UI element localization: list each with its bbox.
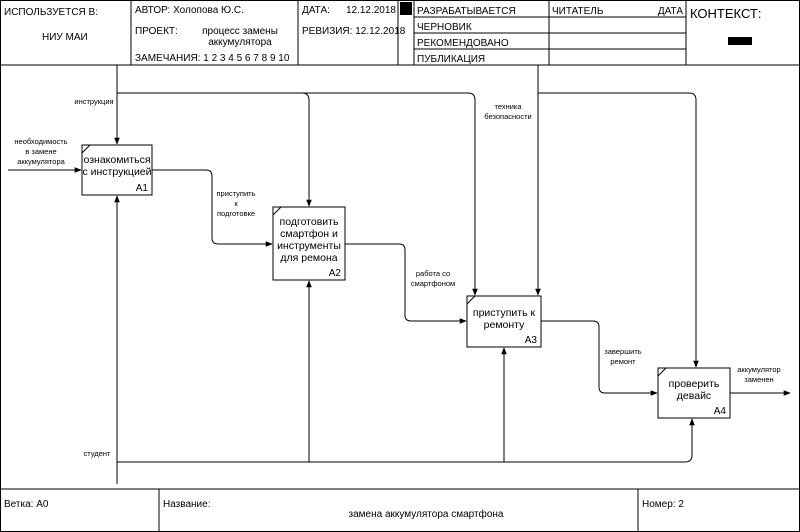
- activity-a3-line-2: ремонту: [484, 319, 525, 331]
- label-start-prep-3: подготовке: [217, 209, 255, 218]
- project-line-2: аккумулятора: [208, 37, 272, 48]
- label-work-phone-2: смартфоном: [411, 279, 455, 288]
- footer-node-label: Ветка: A0: [4, 499, 49, 510]
- used-at-value: НИУ МАИ: [42, 32, 88, 43]
- context-marker: [728, 37, 752, 45]
- label-need-1: необходимость: [14, 137, 67, 146]
- activity-a4-number: A4: [714, 406, 727, 417]
- revision-label: РЕВИЗИЯ: 12.12.2018: [302, 26, 406, 37]
- activity-a2-number: A2: [329, 268, 342, 279]
- label-safety-1: техника: [494, 102, 522, 111]
- label-finish-2: ремонт: [610, 357, 636, 366]
- arrow-work-phone: [345, 243, 467, 324]
- reader-date-label: ДАТА: [658, 6, 683, 17]
- author-label: АВТОР: Холопова Ю.С.: [135, 5, 244, 16]
- activity-a2-line-3: инструменты: [277, 240, 341, 252]
- project-label: ПРОЕКТ:: [135, 26, 178, 37]
- used-at-label: ИСПОЛЬЗУЕТСЯ В:: [4, 7, 98, 18]
- activity-box-a2[interactable]: подготовить смартфон и инструменты для р…: [272, 206, 346, 281]
- activity-a4-line-2: девайс: [677, 390, 711, 402]
- arrow-finish: [541, 320, 658, 396]
- activity-a2-line-2: смартфон и: [280, 228, 338, 240]
- status-in-work: РАЗРАБАТЫВАЕТСЯ: [417, 6, 516, 17]
- footer-title-value: замена аккумулятора смартфона: [349, 508, 504, 520]
- status-marker: [400, 2, 412, 15]
- activity-a1-line-1: ознакомиться: [83, 154, 150, 166]
- activity-box-a1[interactable]: ознакомиться с инструкцией A1: [81, 144, 153, 196]
- footer-frame: [0, 488, 800, 532]
- label-work-phone-1: работа со: [416, 269, 450, 278]
- date-label: ДАТА:: [302, 5, 330, 16]
- activity-a3-number: A3: [525, 335, 538, 346]
- label-finish-1: завершить: [604, 347, 641, 356]
- arrow-safety-a4: [538, 92, 699, 368]
- date-value: 12.12.2018: [346, 5, 396, 16]
- label-replaced-1: аккумулятор: [737, 365, 780, 374]
- activity-box-a4[interactable]: проверить девайс A4: [657, 367, 731, 419]
- label-instruction: инструкция: [74, 97, 113, 106]
- label-need-2: в замене: [25, 147, 56, 156]
- arrow-student-bus: [117, 419, 693, 463]
- activity-a2-line-4: для ремона: [280, 252, 337, 264]
- context-label: КОНТЕКСТ:: [690, 6, 761, 21]
- status-recommended: РЕКОМЕНДОВАНО: [417, 38, 509, 49]
- label-start-prep-1: приступить: [216, 189, 255, 198]
- activity-a4-line-1: проверить: [669, 378, 720, 390]
- activity-a1-line-2: с инструкцией: [82, 166, 151, 178]
- label-start-prep-2: к: [234, 199, 238, 208]
- activity-box-a3[interactable]: приступить к ремонту A3: [466, 295, 542, 348]
- label-replaced-2: заменен: [744, 375, 773, 384]
- activity-a1-number: A1: [136, 183, 149, 194]
- label-safety-2: безопасности: [484, 112, 531, 121]
- arrow-start-prep: [152, 169, 273, 247]
- status-draft: ЧЕРНОВИК: [417, 22, 472, 33]
- footer-number-label: Номер: 2: [642, 499, 684, 510]
- label-need-3: аккумулятора: [17, 157, 65, 166]
- status-published: ПУБЛИКАЦИЯ: [417, 54, 485, 65]
- label-student: студент: [84, 449, 111, 458]
- notes-label: ЗАМЕЧАНИЯ: 1 2 3 4 5 6 7 8 9 10: [135, 53, 290, 64]
- activity-a2-line-1: подготовить: [280, 216, 339, 228]
- reader-label: ЧИТАТЕЛЬ: [552, 6, 604, 17]
- project-line-1: процесс замены: [202, 26, 278, 37]
- activity-a3-line-1: приступить к: [473, 307, 536, 319]
- footer-title-label: Название:: [163, 499, 210, 510]
- arrow-instruction-a3: [302, 92, 478, 296]
